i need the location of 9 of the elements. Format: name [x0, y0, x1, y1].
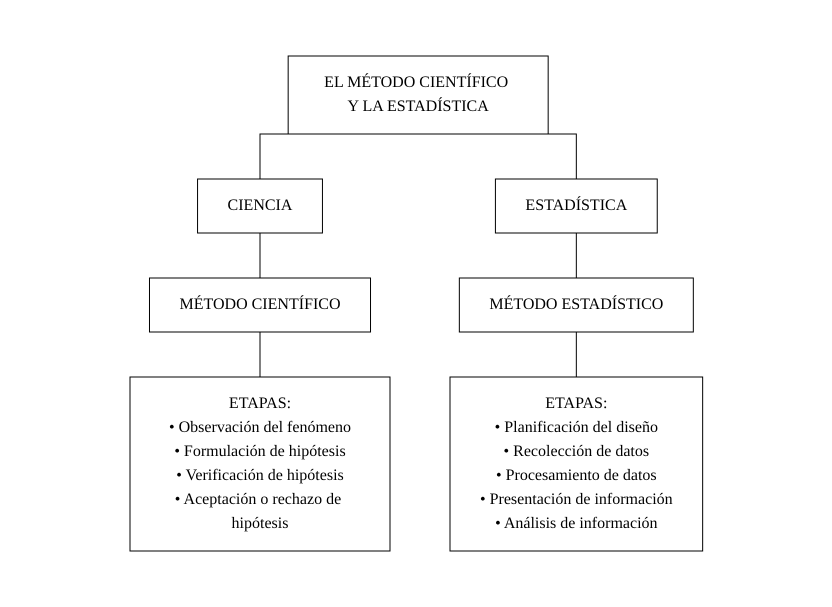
node-box: ETAPAS: • Observación del fenómeno • Formulación de hipótesis • Verificación de hipótesis • Aceptación o rechazo de hipótesis	[129, 376, 390, 552]
connector	[259, 332, 260, 378]
connector	[259, 232, 260, 278]
node-box: CIENCIA	[196, 178, 323, 234]
node-box: ESTADÍSTICA	[494, 178, 658, 234]
node-box: MÉTODO CIENTÍFICO	[148, 278, 371, 332]
node-box: MÉTODO ESTADÍSTICO	[458, 278, 694, 332]
node-box: ETAPAS: • Planificación del diseño • Recolección de datos • Procesamiento de datos • Presentación de información • Análisis de información	[449, 376, 703, 552]
node-box: EL MÉTODO CIENTÍFICO Y LA ESTADÍSTICA	[287, 56, 548, 134]
